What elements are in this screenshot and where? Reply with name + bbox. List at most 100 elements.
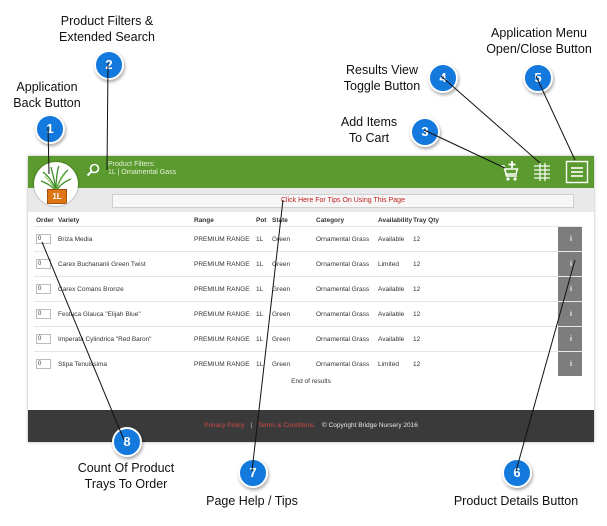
availability-cell: Limited: [376, 351, 411, 376]
filter-value: 1L | Ornamental Gass: [108, 169, 177, 176]
results-table: Order Variety Range Pot State Category A…: [34, 214, 582, 376]
add-to-cart-icon[interactable]: [498, 159, 522, 185]
col-availability: Availability: [378, 216, 413, 224]
variety-cell: Imperata Cylindrica "Red Baron": [56, 326, 192, 352]
table-row: 0 Carex Comans Bronze PREMIUM RANGE 1L G…: [34, 276, 582, 302]
variety-cell: Carex Comans Bronze: [56, 276, 192, 302]
col-category: Category: [316, 216, 345, 224]
col-pot: Pot: [256, 216, 267, 224]
product-details-button[interactable]: i: [558, 276, 582, 302]
order-qty-input[interactable]: 0: [36, 309, 51, 319]
tips-button[interactable]: Click Here For Tips On Using This Page: [112, 194, 574, 208]
variety-cell: Festuca Glauca "Elijah Blue": [56, 301, 192, 327]
tray-qty-cell: 12: [411, 226, 558, 252]
pot-cell: 1L: [254, 276, 270, 302]
col-info: [558, 214, 582, 227]
category-cell: Ornamental Grass: [314, 351, 376, 376]
col-state: State: [272, 216, 288, 224]
table-row: 0 Carex Buchananii Green Twist PREMIUM R…: [34, 251, 582, 277]
callout-7-badge: 7: [238, 458, 268, 488]
help-bar: Click Here For Tips On Using This Page: [28, 188, 594, 212]
state-cell: Green: [270, 276, 314, 302]
back-button-logo[interactable]: 1L: [34, 162, 78, 206]
range-cell: PREMIUM RANGE: [192, 251, 254, 277]
availability-cell: Available: [376, 276, 411, 302]
table-row: 0 Stipa Tenuissima PREMIUM RANGE 1L Gree…: [34, 351, 582, 376]
table-row: 0 Briza Media PREMIUM RANGE 1L Green Orn…: [34, 226, 582, 252]
view-toggle-icon[interactable]: [532, 159, 552, 185]
privacy-policy-link[interactable]: Privacy Policy: [204, 422, 245, 429]
tray-qty-cell: 12: [411, 276, 558, 302]
product-details-button[interactable]: i: [558, 351, 582, 376]
state-cell: Green: [270, 301, 314, 327]
callout-4-badge: 4: [428, 63, 458, 93]
availability-cell: Available: [376, 326, 411, 352]
search-icon[interactable]: [86, 163, 100, 177]
table-row: 0 Festuca Glauca "Elijah Blue" PREMIUM R…: [34, 301, 582, 327]
availability-cell: Available: [376, 226, 411, 252]
terms-link[interactable]: Terms & Conditions: [257, 422, 315, 429]
results-panel: Order Variety Range Pot State Category A…: [34, 214, 588, 385]
col-order: Order: [36, 216, 54, 224]
app-window: Product Filters: 1L | Ornamental Gass: [28, 156, 594, 442]
end-of-results: End of results: [291, 378, 331, 385]
callout-6-label: Product Details Button: [453, 494, 579, 508]
order-qty-input[interactable]: 0: [36, 334, 51, 344]
callout-2-label: Product Filters &Extended Search: [59, 14, 155, 44]
product-details-button[interactable]: i: [558, 226, 582, 252]
category-cell: Ornamental Grass: [314, 301, 376, 327]
pot-cell: 1L: [254, 326, 270, 352]
product-details-button[interactable]: i: [558, 326, 582, 352]
callout-7-label: Page Help / Tips: [206, 494, 298, 508]
range-cell: PREMIUM RANGE: [192, 226, 254, 252]
tray-qty-cell: 12: [411, 351, 558, 376]
callout-5-badge: 5: [523, 63, 553, 93]
pot-cell: 1L: [254, 301, 270, 327]
menu-icon[interactable]: [565, 159, 589, 185]
pot-cell: 1L: [254, 226, 270, 252]
category-cell: Ornamental Grass: [314, 276, 376, 302]
state-cell: Green: [270, 351, 314, 376]
col-range: Range: [194, 216, 214, 224]
availability-cell: Available: [376, 301, 411, 327]
category-cell: Ornamental Grass: [314, 226, 376, 252]
range-cell: PREMIUM RANGE: [192, 276, 254, 302]
table-header: Order Variety Range Pot State Category A…: [34, 214, 582, 227]
footer-separator: |: [250, 422, 253, 429]
range-cell: PREMIUM RANGE: [192, 326, 254, 352]
top-bar: Product Filters: 1L | Ornamental Gass: [28, 156, 594, 188]
order-qty-input[interactable]: 0: [36, 284, 51, 294]
order-qty-input[interactable]: 0: [36, 259, 51, 269]
state-cell: Green: [270, 326, 314, 352]
tray-qty-cell: 12: [411, 251, 558, 277]
callout-1-badge: 1: [35, 114, 65, 144]
logo-badge: 1L: [47, 189, 67, 204]
category-cell: Ornamental Grass: [314, 326, 376, 352]
range-cell: PREMIUM RANGE: [192, 301, 254, 327]
product-filters[interactable]: Product Filters: 1L | Ornamental Gass: [108, 161, 176, 177]
pot-cell: 1L: [254, 351, 270, 376]
col-tray-qty: Tray Qty: [413, 216, 440, 224]
pot-cell: 1L: [254, 251, 270, 277]
order-qty-input[interactable]: 0: [36, 359, 51, 369]
callout-3-badge: 3: [410, 117, 440, 147]
variety-cell: Briza Media: [56, 226, 192, 252]
product-details-button[interactable]: i: [558, 251, 582, 277]
order-qty-input[interactable]: 0: [36, 234, 51, 244]
callout-6-badge: 6: [502, 458, 532, 488]
state-cell: Green: [270, 251, 314, 277]
category-cell: Ornamental Grass: [314, 251, 376, 277]
callout-8-badge: 8: [112, 427, 142, 457]
product-details-button[interactable]: i: [558, 301, 582, 327]
table-row: 0 Imperata Cylindrica "Red Baron" PREMIU…: [34, 326, 582, 352]
tray-qty-cell: 12: [411, 301, 558, 327]
copyright-text: © Copyright Bridge Nursery 2016: [322, 422, 418, 429]
col-variety: Variety: [58, 216, 80, 224]
variety-cell: Stipa Tenuissima: [56, 351, 192, 376]
availability-cell: Limited: [376, 251, 411, 277]
variety-cell: Carex Buchananii Green Twist: [56, 251, 192, 277]
